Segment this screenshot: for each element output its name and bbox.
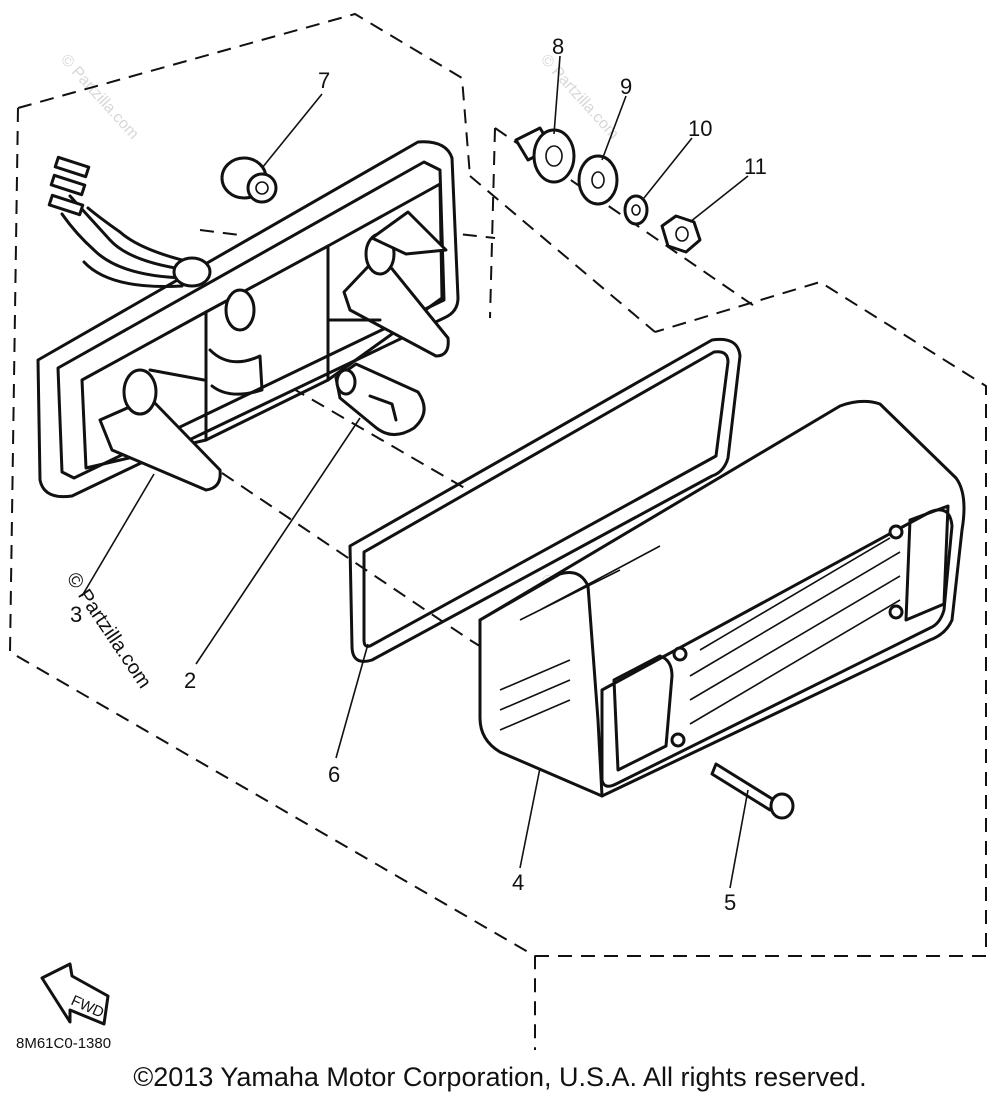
leader-lines xyxy=(81,55,749,889)
callout-3: 3 xyxy=(70,602,82,627)
part-10-spring-washer xyxy=(623,194,649,226)
fwd-arrow-icon: FWD xyxy=(40,962,110,1026)
callout-4: 4 xyxy=(512,870,524,895)
part-5-screw xyxy=(710,762,795,820)
part-2-bulb xyxy=(334,362,426,436)
callout-2: 2 xyxy=(184,668,196,693)
reference-code: 8M61C0-1380 xyxy=(16,1035,111,1052)
callout-8: 8 xyxy=(552,34,564,59)
part-9-washer xyxy=(577,154,619,206)
part-7-grommet xyxy=(220,156,278,204)
callout-11: 11 xyxy=(744,154,767,179)
part-6-gasket xyxy=(348,337,742,663)
part-3-lamp-housing xyxy=(36,140,460,499)
watermark: © Partzilla.com xyxy=(62,568,156,692)
copyright-notice: ©2013 Yamaha Motor Corporation, U.S.A. A… xyxy=(133,1062,867,1092)
svg-text:© Partzilla.com: © Partzilla.com xyxy=(57,51,142,142)
callout-6: 6 xyxy=(328,762,340,787)
part-8-bolt xyxy=(514,126,576,184)
callout-5: 5 xyxy=(724,890,736,915)
callout-9: 9 xyxy=(620,74,632,99)
part-11-nut xyxy=(660,214,702,254)
callout-7: 7 xyxy=(318,68,330,93)
part-4-lens xyxy=(478,399,966,798)
callout-10: 10 xyxy=(688,116,712,141)
callout-labels: 7 8 9 10 11 3 2 6 4 5 xyxy=(70,34,767,915)
